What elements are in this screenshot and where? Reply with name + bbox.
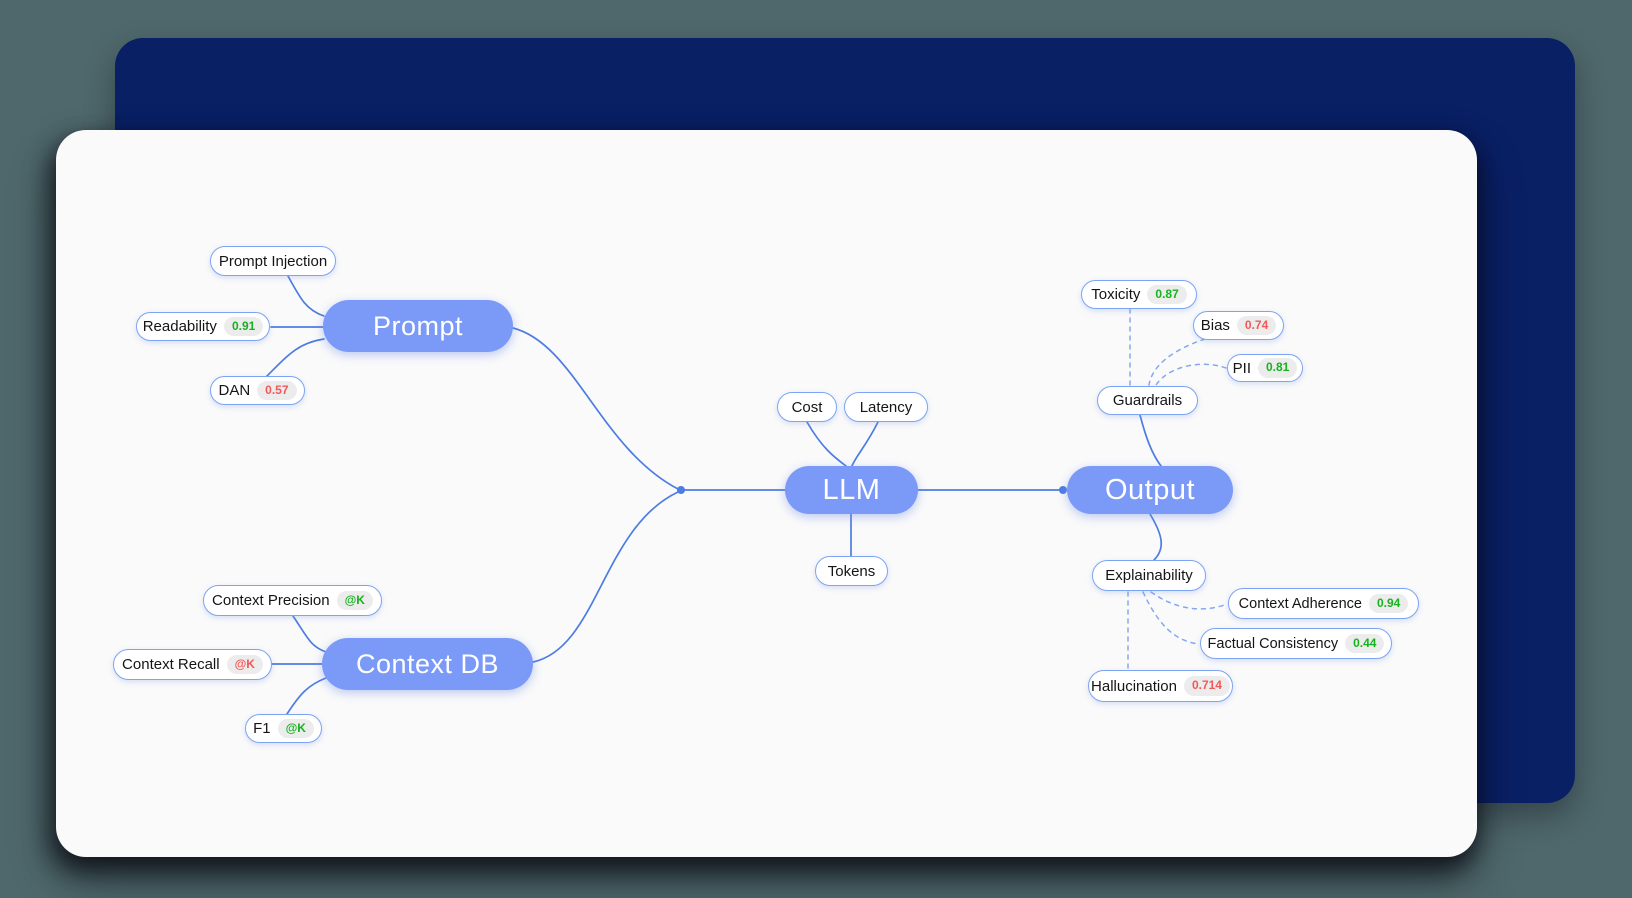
node-context-db-label: Context DB xyxy=(355,648,500,679)
node-context-db[interactable]: Context DB xyxy=(322,638,533,690)
node-label: Tokens xyxy=(827,562,876,580)
node-tokens[interactable]: Tokens xyxy=(815,556,888,586)
node-label: Prompt Injection xyxy=(218,252,328,270)
node-label: PII xyxy=(1232,359,1251,377)
node-factual-consistency[interactable]: Factual Consistency 0.44 xyxy=(1200,628,1392,659)
score-badge: @K xyxy=(277,718,314,739)
node-label: Bias xyxy=(1200,317,1230,334)
node-toxicity[interactable]: Toxicity 0.87 xyxy=(1081,280,1197,309)
score-badge: 0.87 xyxy=(1147,284,1187,305)
score-badge: 0.91 xyxy=(223,316,264,337)
node-llm[interactable]: LLM xyxy=(785,466,918,514)
node-context-adherence[interactable]: Context Adherence 0.94 xyxy=(1228,588,1419,619)
node-label: Context Adherence xyxy=(1238,595,1362,612)
node-hallucination[interactable]: Hallucination 0.714 xyxy=(1088,670,1233,702)
node-context-precision[interactable]: Context Precision @K xyxy=(203,585,382,616)
score-badge: 0.44 xyxy=(1345,633,1385,654)
node-prompt-injection[interactable]: Prompt Injection xyxy=(210,246,336,276)
node-guardrails[interactable]: Guardrails xyxy=(1097,386,1198,415)
score-badge: 0.714 xyxy=(1183,676,1230,696)
node-context-recall[interactable]: Context Recall @K xyxy=(113,649,272,680)
node-label: DAN xyxy=(218,382,251,399)
node-f1[interactable]: F1 @K xyxy=(245,714,322,743)
node-dan[interactable]: DAN 0.57 xyxy=(210,376,305,405)
node-label: Latency xyxy=(859,398,913,416)
node-label: Factual Consistency xyxy=(1207,635,1339,652)
node-readability[interactable]: Readability 0.91 xyxy=(136,312,270,341)
node-label: Hallucination xyxy=(1091,677,1177,695)
node-latency[interactable]: Latency xyxy=(844,392,928,422)
node-cost[interactable]: Cost xyxy=(777,392,837,422)
score-badge: 0.57 xyxy=(257,380,297,401)
node-label: Explainability xyxy=(1105,567,1193,584)
node-bias[interactable]: Bias 0.74 xyxy=(1193,311,1284,340)
node-output-label: Output xyxy=(1104,473,1196,506)
score-badge: @K xyxy=(226,654,263,675)
node-pii[interactable]: PII 0.81 xyxy=(1227,354,1303,382)
diagram-canvas-card xyxy=(56,130,1477,857)
node-label: Context Precision xyxy=(212,592,330,609)
node-output[interactable]: Output xyxy=(1067,466,1233,514)
score-badge: 0.94 xyxy=(1369,593,1409,614)
score-badge: 0.74 xyxy=(1236,315,1277,336)
node-label: Guardrails xyxy=(1112,392,1183,409)
score-badge: 0.81 xyxy=(1258,358,1298,378)
node-label: Toxicity xyxy=(1091,286,1141,303)
node-label: F1 xyxy=(253,720,271,737)
node-prompt[interactable]: Prompt xyxy=(323,300,513,352)
node-label: Readability xyxy=(142,318,217,335)
node-llm-label: LLM xyxy=(822,473,881,506)
node-label: Cost xyxy=(791,398,823,416)
node-explainability[interactable]: Explainability xyxy=(1092,560,1206,591)
score-badge: @K xyxy=(336,590,373,611)
node-prompt-label: Prompt xyxy=(372,310,464,341)
node-label: Context Recall xyxy=(122,656,220,673)
